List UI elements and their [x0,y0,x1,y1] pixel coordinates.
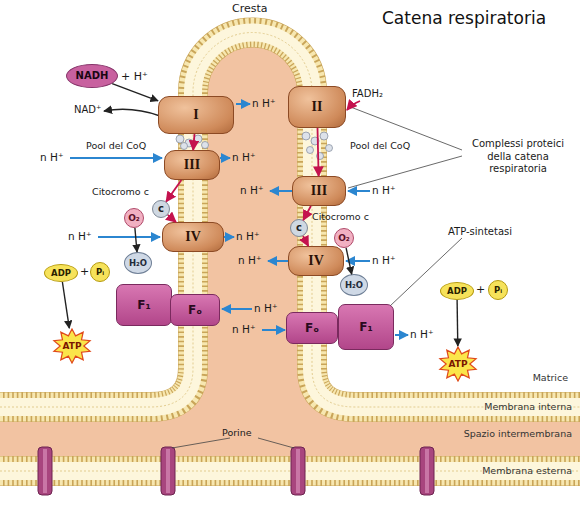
fadh2-arrow [347,101,360,110]
plus-sign: + [80,265,89,278]
electron-donor: NADH [66,64,118,88]
inner-membrane [0,33,580,408]
adp-molecule: ADP [440,282,474,300]
oxygen-molecule: O₂ [334,228,354,248]
node-text: II [312,100,323,114]
proton-label: n H⁺ [232,151,255,164]
reaction-arrow [456,300,458,346]
node-text: F₁ [137,299,150,311]
star-outline [440,347,476,381]
oxygen-molecule: O₂ [124,208,144,228]
node-text: c [158,204,164,214]
carrier-label: Citocromo c [92,186,149,197]
water-molecule: H₂O [340,274,368,296]
fo-subunit: Fₒ [170,294,220,326]
complex-iii: III [292,176,346,206]
callout-text: ATP-sintetasi [448,226,512,238]
proton-label: n H⁺ [254,302,277,315]
proton-label: n H⁺ [240,184,263,197]
proton-label: n H⁺ [252,97,275,110]
adp-molecule: ADP [44,264,78,282]
node-text: ADP [51,269,71,278]
part-label: Porine [222,427,252,438]
node-text: Pᵢ [96,268,104,277]
phosphate-molecule: Pᵢ [90,262,110,282]
reaction-arrow [135,228,137,252]
node-text: F₁ [359,321,372,333]
complex-iii: III [164,150,220,180]
nad-release-arrow [104,109,160,116]
node-text: Fₒ [188,304,202,316]
proton-label: n H⁺ [40,151,63,164]
substrate-label: FADH₂ [352,88,383,100]
proton-label: n H⁺ [232,323,255,336]
proton-arrows [70,104,408,335]
node-text: IV [308,254,324,268]
node-text: ATP [62,342,81,351]
cytochrome-c: c [290,219,308,237]
f1-subunit: F₁ [338,304,394,350]
node-text: NADH [76,71,109,81]
cytochrome-c: c [152,200,170,218]
electron-flow-arrow [303,236,308,246]
atp-star: ATP [52,328,92,364]
node-text: Pᵢ [494,286,502,295]
node-text: III [311,184,327,198]
structure-label: Cresta [232,2,268,15]
proton-label: n H⁺ [238,254,261,267]
node-text: H₂O [345,281,363,290]
node-text: ATP [448,360,467,369]
phosphate-molecule: Pᵢ [488,280,508,300]
region-label: Matrice [533,372,568,383]
region-label: Membrana esterna [482,465,572,476]
reaction-arrow [112,84,158,101]
complex-i: I [158,96,234,134]
complex-ii: II [288,86,346,128]
proton-label: n H⁺ [372,184,395,197]
callout-text: Complessi proteici della catena respirat… [462,138,574,176]
proton-label: n H⁺ [68,230,91,243]
electron-flow-arrow [168,215,176,222]
proton-label: n H⁺ [236,230,259,243]
node-text: O₂ [128,214,140,223]
electron-flow-arrow [193,134,194,150]
pool-label: Pool del CoQ [350,140,410,151]
node-text: Fₒ [305,322,319,334]
proton-label: n H⁺ [410,328,433,341]
node-text: I [193,108,198,122]
proton-label: n H⁺ [372,254,395,267]
complex-iv: IV [288,246,344,276]
pool-label: Pool del CoQ [86,140,146,151]
node-text: O₂ [338,234,350,243]
node-text: H₂O [129,259,147,268]
diagram-title: Catena respiratoria [382,8,546,28]
node-text: III [184,158,200,172]
star-outline [54,329,90,363]
node-text: IV [185,230,201,244]
porin-channels [38,447,434,495]
node-text: c [296,223,302,233]
electron-flow-arrow [303,206,311,220]
complex-iv: IV [162,222,224,252]
electron-flow-arrow [318,128,319,176]
reaction-arrow [62,282,69,328]
product-label: NAD⁺ [74,104,101,116]
f1-subunit: F₁ [116,284,172,326]
node-text: ADP [447,287,467,296]
plus-sign: + [476,283,485,296]
region-label: Membrana interna [484,401,572,412]
region-label: Spazio intermembrana [464,428,572,439]
water-molecule: H₂O [124,252,152,274]
carrier-label: Citocromo c [312,211,369,222]
reaction-text: + H⁺ [121,70,148,83]
electron-flow-arrow [166,180,181,202]
fo-subunit: Fₒ [286,312,338,344]
atp-star: ATP [438,346,478,382]
reaction-arrow [346,248,352,274]
